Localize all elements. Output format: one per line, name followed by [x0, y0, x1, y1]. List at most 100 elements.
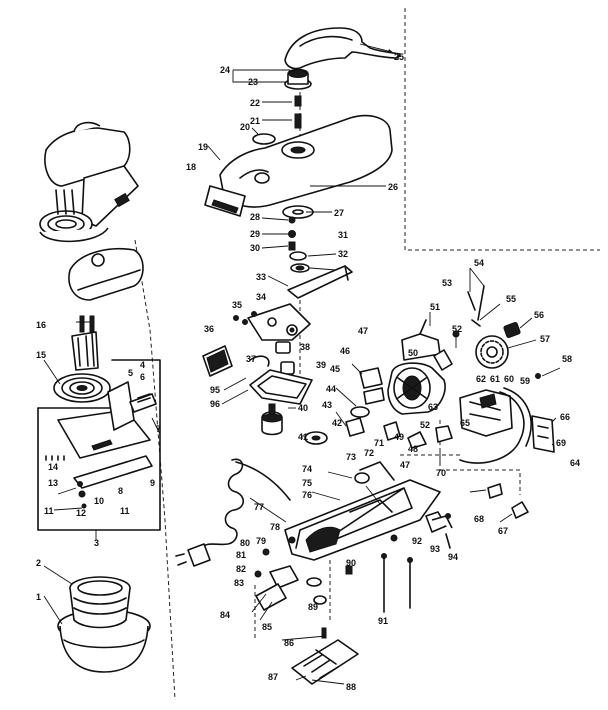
- middle-small-parts: [383, 421, 529, 519]
- part-label-24: 24: [220, 65, 230, 75]
- part-label-7: 7: [156, 424, 161, 434]
- switch-plate-34: [233, 303, 311, 341]
- small-parts-37-38: [249, 341, 295, 375]
- part-label-39: 39: [316, 360, 326, 370]
- part-label-88: 88: [346, 682, 356, 692]
- leader-lines: [43, 43, 561, 685]
- part-label-52a: 52: [452, 324, 462, 334]
- part-label-22: 22: [250, 98, 260, 108]
- part-label-26: 26: [388, 182, 398, 192]
- part-label-36: 36: [204, 324, 214, 334]
- part-label-53: 53: [442, 278, 452, 288]
- gear-housing-60-65: [459, 387, 555, 464]
- bracket-33: [287, 265, 353, 299]
- part-label-38: 38: [300, 342, 310, 352]
- part-label-73: 73: [346, 452, 356, 462]
- part-label-86: 86: [284, 638, 294, 648]
- top-handle-part: [284, 27, 401, 70]
- part-label-47b: 47: [400, 460, 410, 470]
- part-label-6: 6: [140, 372, 145, 382]
- part-label-95: 95: [210, 385, 220, 395]
- part-label-43: 43: [322, 400, 332, 410]
- base-plate-87: [291, 627, 359, 685]
- gear-shaft-parts: [261, 403, 328, 445]
- part-label-80: 80: [240, 538, 250, 548]
- part-label-50: 50: [408, 348, 418, 358]
- mixing-bowls: [57, 576, 151, 673]
- part-label-32: 32: [338, 249, 348, 259]
- part-label-67: 67: [498, 526, 508, 536]
- part-label-55: 55: [506, 294, 516, 304]
- part-label-45: 45: [330, 364, 340, 374]
- part-label-68: 68: [474, 514, 484, 524]
- part-label-61: 61: [490, 374, 500, 384]
- top-housing-cover: [219, 114, 393, 208]
- part-label-31: 31: [338, 230, 348, 240]
- part-label-3: 3: [94, 538, 99, 548]
- part-label-35: 35: [232, 300, 242, 310]
- part-label-92: 92: [412, 536, 422, 546]
- part-label-47a: 47: [358, 326, 368, 336]
- gasket-39: [249, 369, 313, 405]
- part-label-44: 44: [326, 384, 336, 394]
- part-label-19: 19: [198, 142, 208, 152]
- part-label-84: 84: [220, 610, 230, 620]
- part-label-20: 20: [240, 122, 250, 132]
- part-label-93: 93: [430, 544, 440, 554]
- bottom-center-parts: [254, 536, 353, 611]
- part-label-5: 5: [128, 368, 133, 378]
- gear-parts-42-44: [345, 387, 385, 437]
- beaters-16: [71, 315, 99, 371]
- part-label-65: 65: [460, 418, 470, 428]
- part-label-72: 72: [364, 448, 374, 458]
- part-label-14: 14: [48, 462, 58, 472]
- part-label-49: 49: [394, 432, 404, 442]
- part-label-42: 42: [332, 418, 342, 428]
- part-label-52b: 52: [420, 420, 430, 430]
- part-label-57: 57: [540, 334, 550, 344]
- dashed-guide-lines: [134, 8, 600, 701]
- part-label-58: 58: [562, 354, 572, 364]
- long-screws: [381, 511, 453, 613]
- part-label-66: 66: [560, 412, 570, 422]
- part-label-30: 30: [250, 243, 260, 253]
- part-label-64: 64: [570, 458, 580, 468]
- speed-knob-part: [284, 68, 312, 129]
- part-label-59: 59: [520, 376, 530, 386]
- part-label-71: 71: [374, 438, 384, 448]
- part-label-76: 76: [302, 490, 312, 500]
- part-label-37: 37: [246, 354, 256, 364]
- part-label-11b: 11: [120, 506, 130, 516]
- part-label-62: 62: [476, 374, 486, 384]
- part-label-27: 27: [334, 208, 344, 218]
- part-label-40: 40: [298, 403, 308, 413]
- part-label-51: 51: [430, 302, 440, 312]
- part-label-8: 8: [118, 486, 123, 496]
- part-label-2: 2: [36, 558, 41, 568]
- turntable-15: [53, 373, 111, 403]
- complete-mixer-illustration: [39, 121, 139, 243]
- part-label-54: 54: [474, 258, 484, 268]
- part-label-81: 81: [236, 550, 246, 560]
- part-label-23: 23: [248, 77, 258, 87]
- part-18-plate: [204, 185, 246, 217]
- part-label-12: 12: [76, 508, 86, 518]
- stand-assembly-box: [37, 359, 161, 531]
- part-label-28: 28: [250, 212, 260, 222]
- switch-36: [202, 345, 233, 377]
- part-label-13: 13: [48, 478, 58, 488]
- part-label-29: 29: [250, 229, 260, 239]
- motor-assembly: [359, 319, 446, 415]
- mixer-head-illustration: [68, 248, 144, 301]
- part-label-10: 10: [94, 496, 104, 506]
- part-label-85: 85: [262, 622, 272, 632]
- part-label-89: 89: [308, 602, 318, 612]
- gear-57: [475, 335, 509, 369]
- part-label-87: 87: [268, 672, 278, 682]
- part-label-79: 79: [256, 536, 266, 546]
- part-label-4: 4: [140, 360, 145, 370]
- part-label-15: 15: [36, 350, 46, 360]
- part-number-labels: 24 23 25 22 21 20 19 18 26 27 28 29 30 3…: [36, 52, 580, 692]
- part-label-77: 77: [254, 502, 264, 512]
- part-label-94: 94: [448, 552, 458, 562]
